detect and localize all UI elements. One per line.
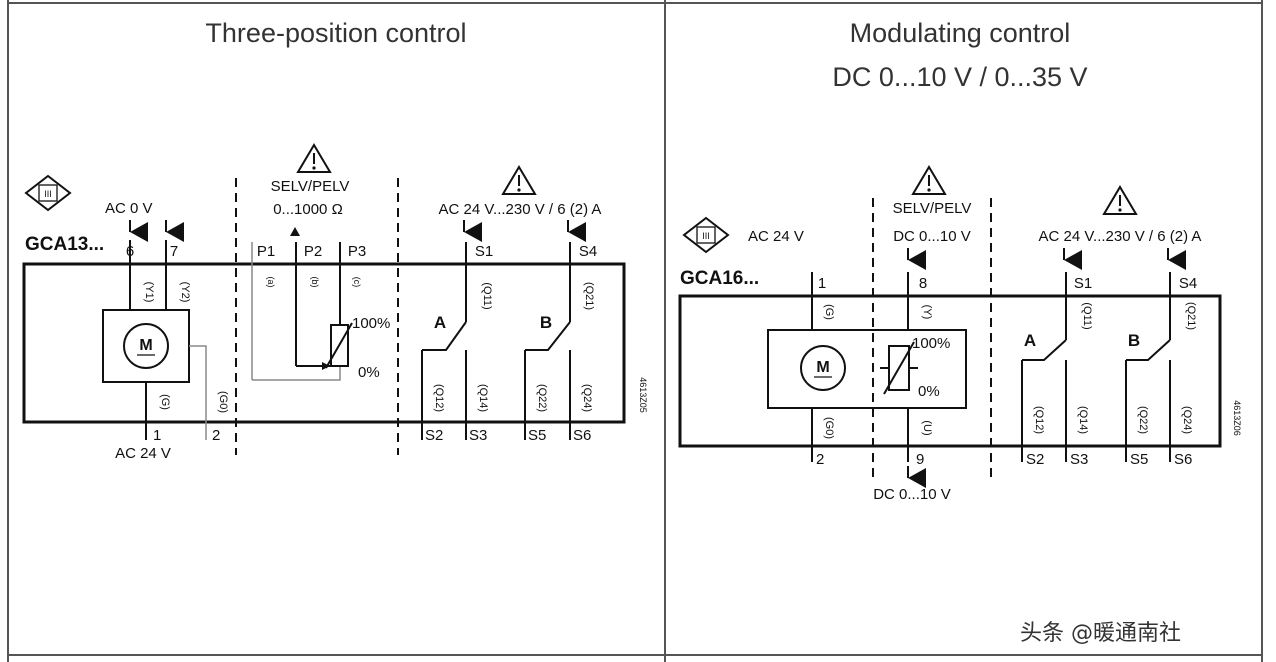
warning-icon-selv-left xyxy=(296,143,332,173)
aux-switch-b-right xyxy=(1125,339,1171,462)
terminal-2-right: 2 xyxy=(816,451,824,468)
aux-switch-b-left xyxy=(524,321,571,440)
terminal-s5-left: S5 xyxy=(528,427,546,444)
terminal-s3-right: S3 xyxy=(1070,451,1088,468)
terminal-s3-left: S3 xyxy=(469,427,487,444)
actuator-housing-right xyxy=(678,294,1222,448)
supply-label-top-right: AC 24 V xyxy=(748,228,804,245)
model-gca13: GCA13... xyxy=(25,234,104,255)
terminal-s1-left: S1 xyxy=(475,243,493,260)
drawing-number-left: 4613Z05 xyxy=(638,377,648,413)
switch-a-label-left: A xyxy=(434,313,446,332)
aux-switch-a-left xyxy=(421,321,467,440)
title-modulating: Modulating control xyxy=(850,18,1071,48)
code-a: (a) xyxy=(266,277,276,288)
title-three-position: Three-position control xyxy=(205,18,466,48)
code-q24-left: (Q24) xyxy=(581,384,593,412)
code-y2: (Y2) xyxy=(179,282,191,303)
right-diagram: III AC 24 V GCA16... SELV/PELV DC 0...10… xyxy=(678,165,1242,503)
code-q22-right: (Q22) xyxy=(1137,406,1149,434)
terminal-8: 8 xyxy=(919,275,927,292)
code-y-right: (Y) xyxy=(921,305,933,320)
actuator-housing-left xyxy=(22,262,626,424)
pot-pct-low-right: 0% xyxy=(918,383,940,400)
aux-rating-left: AC 24 V...230 V / 6 (2) A xyxy=(439,201,602,218)
pot-range-label: 0...1000 Ω xyxy=(273,201,343,218)
code-g-left: (G) xyxy=(159,394,171,410)
aux-rating-right: AC 24 V...230 V / 6 (2) A xyxy=(1039,228,1202,245)
code-q11-left: (Q11) xyxy=(481,282,493,309)
potentiometer-icon-right xyxy=(880,341,918,395)
aux-switch-a-right xyxy=(1021,339,1067,462)
code-q14-right: (Q14) xyxy=(1077,406,1089,434)
switch-b-label-left: B xyxy=(540,313,552,332)
terminal-7: 7 xyxy=(170,243,178,260)
code-y1: (Y1) xyxy=(143,282,155,303)
wire-motor-to-terminal-2 xyxy=(189,345,207,440)
warning-icon-aux-right xyxy=(1102,185,1138,215)
code-q14-left: (Q14) xyxy=(477,384,489,412)
terminal-s6-left: S6 xyxy=(573,427,591,444)
watermark: 头条 @暖通南社 xyxy=(1020,621,1181,646)
code-q11-right: (Q11) xyxy=(1081,302,1093,329)
svg-text:III: III xyxy=(702,231,710,241)
code-c: (c) xyxy=(352,277,362,288)
model-gca16: GCA16... xyxy=(680,268,759,289)
supply-label-bottom-left: AC 24 V xyxy=(115,445,171,462)
potentiometer-icon-left xyxy=(252,322,353,381)
selv-label-right: SELV/PELV xyxy=(893,200,972,217)
electronics-box-right xyxy=(767,329,967,409)
code-u-right: (U) xyxy=(921,420,933,435)
selv-label-left: SELV/PELV xyxy=(271,178,350,195)
code-g0-left: (G0) xyxy=(217,391,229,413)
code-b: (b) xyxy=(310,277,320,288)
code-q21-left: (Q21) xyxy=(583,282,595,310)
terminal-p2: P2 xyxy=(304,243,322,260)
drawing-number-right: 4613Z06 xyxy=(1232,400,1242,436)
code-q12-right: (Q12) xyxy=(1033,406,1045,434)
terminal-s2-right: S2 xyxy=(1026,451,1044,468)
subtitle-modulating-range: DC 0...10 V / 0...35 V xyxy=(832,62,1087,92)
arrow-up-potentiometer xyxy=(290,227,300,236)
code-q21-right: (Q21) xyxy=(1185,302,1197,330)
code-g0-right: (G0) xyxy=(823,417,835,439)
code-q12-left: (Q12) xyxy=(433,384,445,412)
terminal-s4-right: S4 xyxy=(1179,275,1197,292)
switch-a-label-right: A xyxy=(1024,331,1036,350)
code-q22-left: (Q22) xyxy=(536,384,548,412)
output-label-bottom-right: DC 0...10 V xyxy=(873,486,951,503)
svg-text:M: M xyxy=(139,337,152,354)
terminal-s1-right: S1 xyxy=(1074,275,1092,292)
pot-pct-low-left: 0% xyxy=(358,364,380,381)
terminal-p3: P3 xyxy=(348,243,366,260)
svg-text:M: M xyxy=(816,359,829,376)
pot-pct-high-right: 100% xyxy=(912,335,950,352)
code-g-right: (G) xyxy=(823,304,835,320)
warning-icon-selv-right xyxy=(911,165,947,195)
input-label-top-right: DC 0...10 V xyxy=(893,228,971,245)
terminal-1-left: 1 xyxy=(153,427,161,444)
warning-icon-aux-left xyxy=(501,165,537,195)
motor-icon-right: M xyxy=(800,345,846,391)
terminal-s6-right: S6 xyxy=(1174,451,1192,468)
terminal-2-left: 2 xyxy=(212,427,220,444)
code-q24-right: (Q24) xyxy=(1181,406,1193,434)
terminal-p1: P1 xyxy=(257,243,275,260)
motor-icon-left: M xyxy=(102,309,190,383)
left-diagram: III GCA13... AC 0 V SELV/PELV 0...1000 Ω… xyxy=(22,143,648,462)
class-iii-symbol-right: III xyxy=(682,216,730,254)
svg-text:III: III xyxy=(44,189,52,199)
supply-label-top-left: AC 0 V xyxy=(105,200,153,217)
terminal-s5-right: S5 xyxy=(1130,451,1148,468)
terminal-9: 9 xyxy=(916,451,924,468)
class-iii-symbol-left: III xyxy=(24,174,72,212)
terminal-s4-left: S4 xyxy=(579,243,597,260)
pot-pct-high-left: 100% xyxy=(352,315,390,332)
terminal-s2-left: S2 xyxy=(425,427,443,444)
terminal-1-right: 1 xyxy=(818,275,826,292)
switch-b-label-right: B xyxy=(1128,331,1140,350)
